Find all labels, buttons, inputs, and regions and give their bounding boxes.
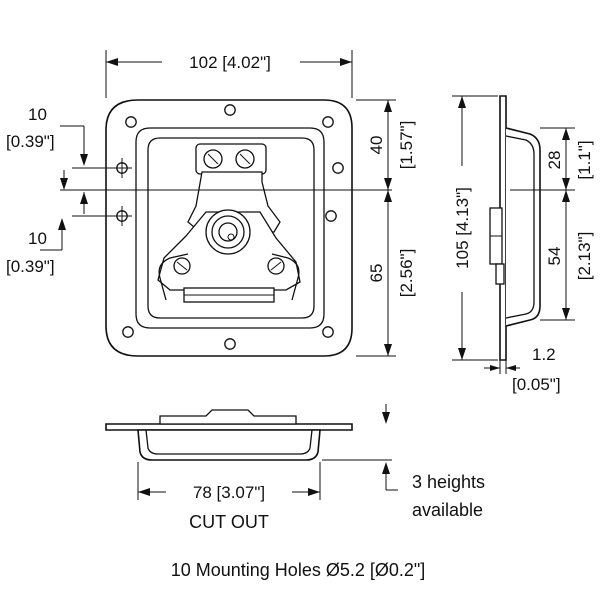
side-dish <box>505 127 541 327</box>
dim-side-lower-in: [2.13"] <box>575 232 594 281</box>
dim-side-upper-in: [1.1"] <box>575 140 594 179</box>
latch-mechanism <box>157 143 301 303</box>
dim-hole-left-bot-in: [0.39"] <box>6 257 55 276</box>
handle-bail <box>158 253 189 301</box>
dim-hole-left-bot-mm: 10 <box>28 229 47 248</box>
mounting-holes-note: 10 Mounting Holes Ø5.2 [Ø0.2"] <box>171 560 426 580</box>
heights-note-line2: available <box>412 500 483 520</box>
dim-width-top: 102 [4.02"] <box>189 53 271 72</box>
recess-inner <box>147 137 315 319</box>
dim-side-total: 105 [4.13"] <box>453 187 472 269</box>
front-view: 102 [4.02"] 10 [0.39"] 10 [0.39"] 40 [1.… <box>6 50 416 357</box>
mounting-hole <box>122 326 134 338</box>
side-view: 105 [4.13"] 28 [1.1"] 54 [2.13"] 1.2 [0.… <box>452 95 594 394</box>
dim-hole-left-top-mm: 10 <box>28 105 47 124</box>
dim-cutout: 78 [3.07"] <box>193 483 265 502</box>
heights-note-line1: 3 heights <box>412 472 485 492</box>
bottom-view: 3 heights available 78 [3.07"] CUT OUT <box>105 404 485 532</box>
bottom-flange <box>105 423 353 431</box>
bottom-latch <box>159 409 297 425</box>
dim-right-lower-in: [2.56"] <box>397 249 416 298</box>
dim-thickness-mm: 1.2 <box>532 345 556 364</box>
mounting-hole <box>224 338 236 350</box>
recess <box>135 127 325 329</box>
mounting-hole <box>224 104 236 116</box>
rivet <box>235 149 255 169</box>
bottom-dish <box>137 429 321 461</box>
keeper-plate <box>195 143 267 175</box>
dim-right-lower-mm: 65 <box>367 264 386 283</box>
dim-thickness-in: [0.05"] <box>512 375 561 394</box>
mounting-hole <box>322 326 334 338</box>
handle-bail <box>271 253 300 301</box>
mounting-hole <box>322 116 334 128</box>
dim-right-upper-in: [1.57"] <box>397 121 416 170</box>
mounting-holes <box>112 104 344 350</box>
rivet <box>203 149 223 169</box>
dim-side-upper-mm: 28 <box>545 151 564 170</box>
mounting-hole <box>325 210 337 222</box>
dim-side-lower-mm: 54 <box>545 247 564 266</box>
mounting-hole <box>125 116 137 128</box>
dim-right-upper-mm: 40 <box>367 136 386 155</box>
cutout-label: CUT OUT <box>189 512 269 532</box>
mounting-hole <box>332 162 344 174</box>
dim-hole-left-top-in: [0.39"] <box>6 132 55 151</box>
